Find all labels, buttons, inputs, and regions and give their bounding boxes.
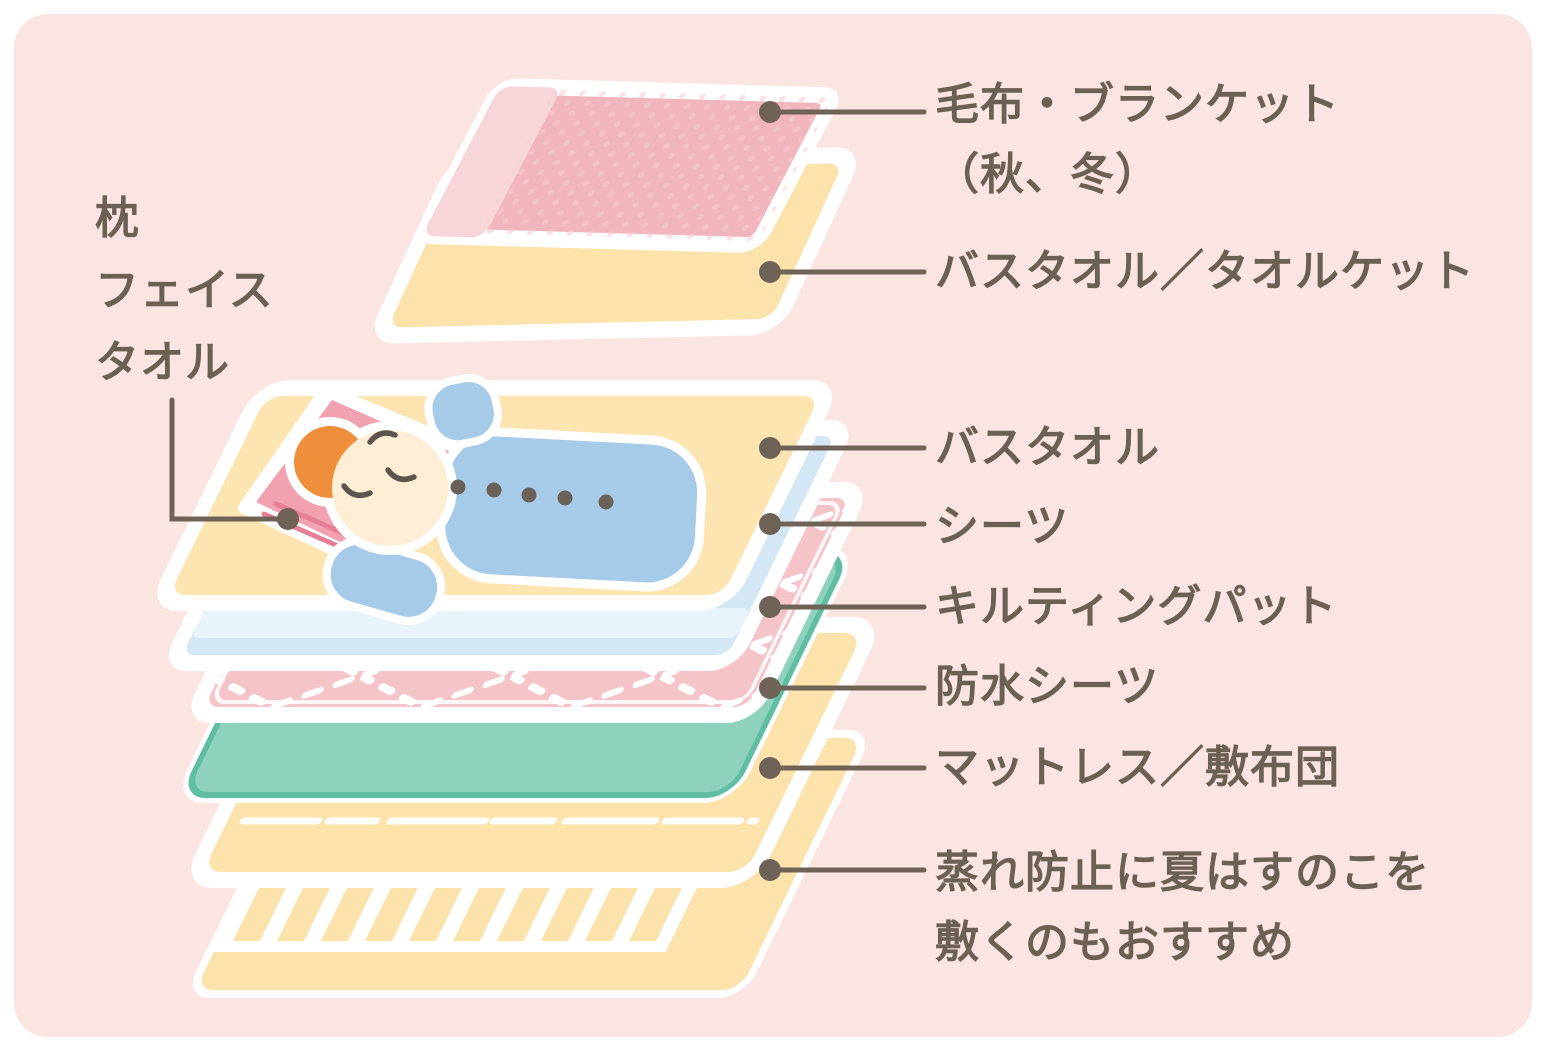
label-blanket: 毛布・ブランケット （秋、冬） [935, 80, 1340, 199]
label-slats-note: 蒸れ防止に夏はすのこを 敷くのもおすすめ [935, 848, 1430, 967]
baby-body [445, 436, 698, 583]
baby-head [332, 430, 448, 546]
connector-dot-sheet [759, 513, 781, 535]
connector-dot-mattress [759, 757, 781, 779]
connector-line-pillow [169, 397, 281, 522]
label-quilting-pad: キルティングパット [935, 582, 1338, 631]
baby-arm-bottom [330, 544, 438, 617]
baby-face [341, 430, 417, 499]
label-mattress-futon: マットレス／敷布団 [935, 743, 1340, 792]
blanket-folded-edge [426, 86, 558, 238]
baby-arm-top [432, 381, 494, 441]
label-bath-towel-blanket: バスタオル／タオルケット [935, 247, 1475, 296]
connector-dot-slats [759, 859, 781, 881]
connector-dot-bath-towel-blanket [759, 261, 781, 283]
blanket-texture [483, 87, 830, 245]
connector-dot-pillow [277, 508, 299, 530]
label-pillow-face-towel: 枕 フェイス タオル [95, 194, 274, 387]
connector-dot-bath-towel [759, 437, 781, 459]
connector-dot-quilting-pad [759, 596, 781, 618]
sleeping-baby [238, 373, 707, 625]
layer-blanket [418, 78, 839, 253]
swaddle-buttons [450, 479, 614, 510]
label-bath-towel: バスタオル [935, 423, 1160, 472]
connector-dot-waterproof-sheet [759, 677, 781, 699]
connector-dot-blanket [759, 101, 781, 123]
label-waterproof-sheet: 防水シーツ [935, 662, 1160, 711]
connectors [169, 101, 927, 881]
label-sheet: シーツ [935, 502, 1070, 551]
